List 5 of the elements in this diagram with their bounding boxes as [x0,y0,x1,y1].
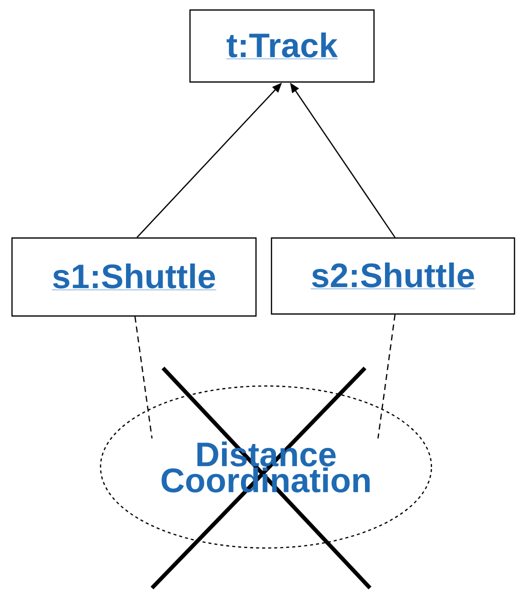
dashed-line [377,314,396,438]
object-box: s2:Shuttle [270,237,516,315]
dashed-line [134,316,153,438]
object-box: t:Track [189,9,375,83]
object-box: s1:Shuttle [11,237,257,317]
